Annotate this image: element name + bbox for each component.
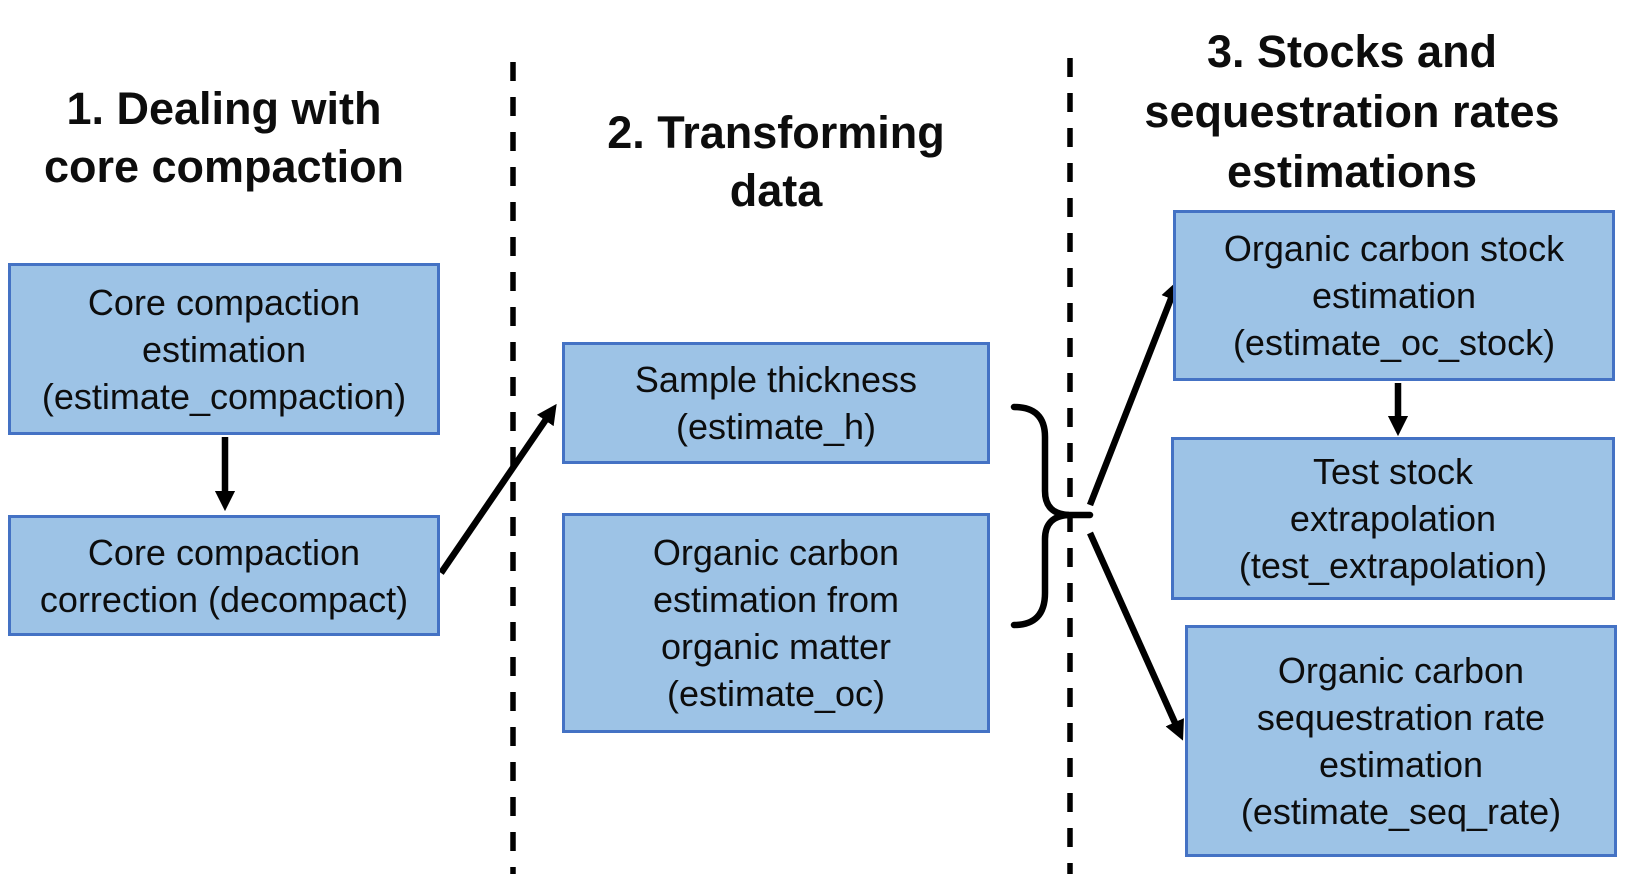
grouping-brace	[1010, 403, 1070, 629]
node-decompact: Core compaction correction (decompact)	[8, 515, 440, 636]
node-estimate-oc: Organic carbon estimation from organic m…	[562, 513, 990, 733]
arrow-brace-to-seq-rate	[1087, 531, 1184, 741]
node-estimate-seq-rate: Organic carbon sequestration rate estima…	[1185, 625, 1617, 857]
node-estimate-h: Sample thickness (estimate_h)	[562, 342, 990, 464]
node-estimate-oc-stock: Organic carbon stock estimation (estimat…	[1173, 210, 1615, 381]
section-title-transforming-data: 2. Transforming data	[607, 107, 945, 216]
section-title-stocks-and-sequestration-rates: 3. Stocks and sequestration rates estima…	[1144, 26, 1560, 197]
node-test-extrapolation: Test stock extrapolation (test_extrapola…	[1171, 437, 1615, 600]
arrow-brace-to-oc-stock	[1086, 280, 1181, 507]
node-estimate-compaction: Core compaction estimation (estimate_com…	[8, 263, 440, 435]
arrow-decompact-to-estimate-h	[438, 403, 557, 575]
section-title-dealing-with-core-compaction: 1. Dealing with core compaction	[43, 83, 405, 192]
